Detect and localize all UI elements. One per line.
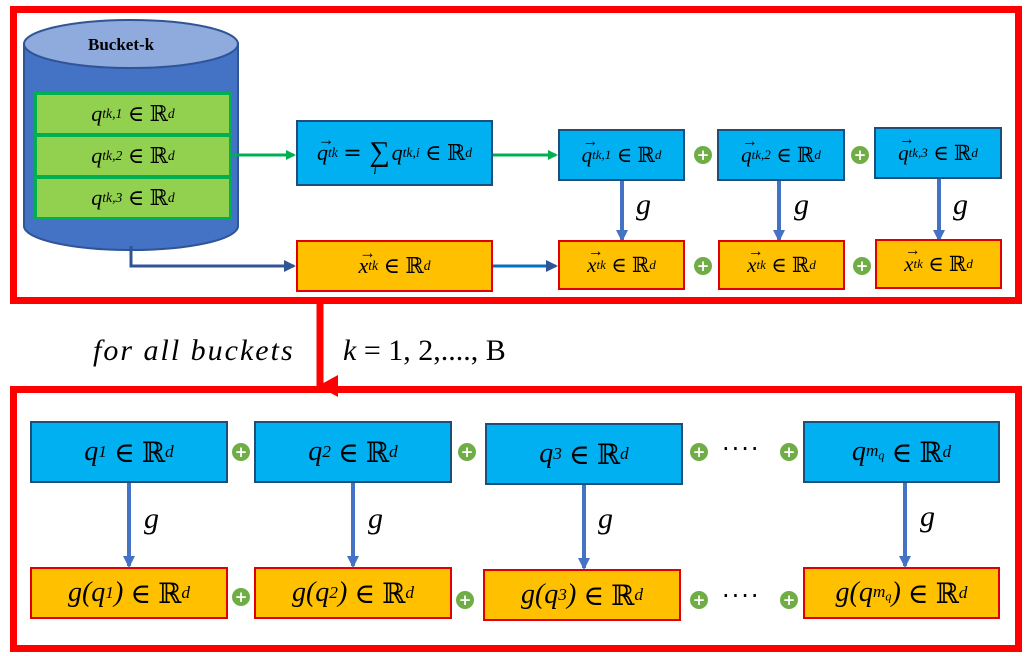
plus-icon: + xyxy=(456,591,474,609)
g-label: g xyxy=(636,188,651,221)
g-label: g xyxy=(598,502,613,535)
bucket-label: Bucket-k xyxy=(88,35,155,54)
bucket-x-box: xtk ∈ ℝd xyxy=(296,240,493,292)
plus-icon: + xyxy=(780,443,798,461)
g-label: g xyxy=(794,188,809,221)
top-panel-frame xyxy=(10,6,1022,304)
g-label: g xyxy=(368,502,383,535)
bucket-range-caption: k = 1, 2,...., B xyxy=(343,334,506,367)
g-label: g xyxy=(920,500,935,533)
x-vector-box-2: xtk ∈ ℝd xyxy=(718,240,845,290)
plus-icon: + xyxy=(458,443,476,461)
q-vector-box-3: qtk,3 ∈ ℝd xyxy=(874,127,1002,179)
g-label: g xyxy=(953,188,968,221)
for-all-buckets-caption: for all buckets xyxy=(93,334,295,367)
plus-icon: + xyxy=(232,588,250,606)
q-vector-box-2: qtk,2 ∈ ℝd xyxy=(717,129,845,181)
g-label: g xyxy=(144,502,159,535)
plus-icon: + xyxy=(232,443,250,461)
plus-icon: + xyxy=(690,443,708,461)
bottom-panel-frame xyxy=(10,386,1022,652)
x-vector-box-1: xtk ∈ ℝd xyxy=(558,240,685,290)
ellipsis-dots: ···· xyxy=(722,435,761,463)
q-vector-box-1: qtk,1 ∈ ℝd xyxy=(558,129,685,181)
plus-icon: + xyxy=(694,146,712,164)
ellipsis-dots: ···· xyxy=(722,582,761,610)
plus-icon: + xyxy=(851,146,869,164)
plus-icon: + xyxy=(690,591,708,609)
plus-icon: + xyxy=(694,257,712,275)
x-vector-box-3: xtk ∈ ℝd xyxy=(875,239,1002,289)
plus-icon: + xyxy=(780,591,798,609)
plus-icon: + xyxy=(853,257,871,275)
arrow-bucket-to-x xyxy=(129,246,296,272)
